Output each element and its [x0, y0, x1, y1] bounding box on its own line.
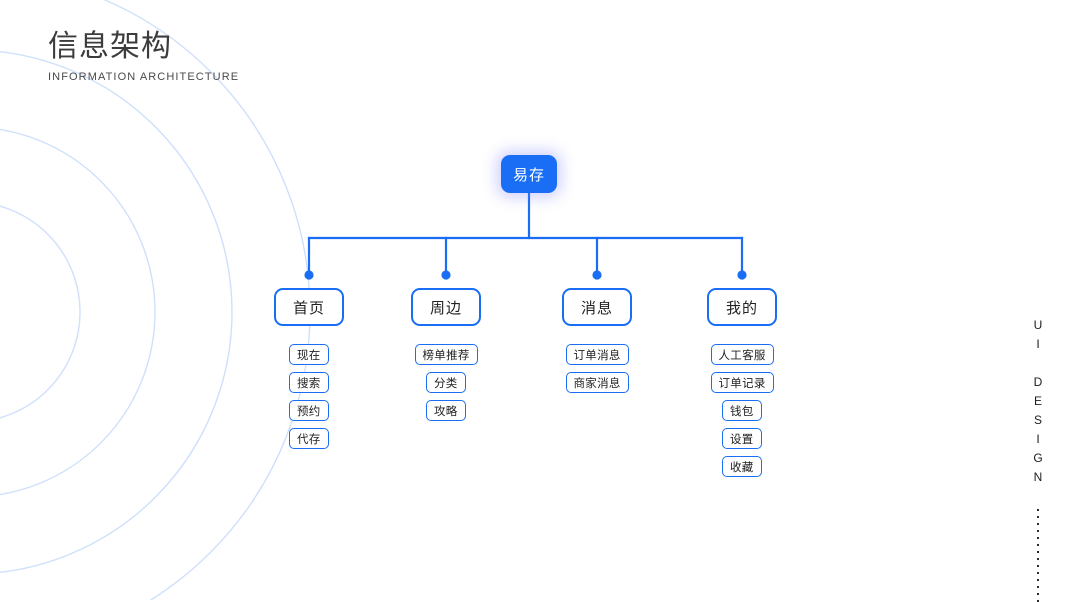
leaf-node-label: 钱包	[730, 405, 754, 418]
leaf-node-label: 商家消息	[573, 377, 621, 390]
branch-node-label: 周边	[429, 299, 462, 317]
branch-node-4[interactable]: 我的	[707, 288, 777, 326]
leaf-node-label: 预约	[297, 405, 321, 418]
leaf-node-label: 收藏	[730, 461, 754, 474]
leaf-node-2-3[interactable]: 攻略	[426, 400, 466, 421]
root-node-label: 易存	[512, 166, 545, 184]
branch-node-1[interactable]: 首页	[274, 288, 344, 326]
leaf-node-label: 代存	[297, 433, 321, 446]
leaf-node-label: 榜单推荐	[422, 349, 470, 362]
leaf-node-label: 分类	[434, 377, 458, 390]
leaf-node-label: 攻略	[434, 405, 458, 418]
branch-node-label: 首页	[292, 299, 325, 317]
leaf-node-1-3[interactable]: 预约	[289, 400, 329, 421]
leaf-node-2-1[interactable]: 榜单推荐	[414, 344, 478, 365]
root-node-yicun[interactable]: 易存	[501, 155, 557, 193]
leaf-node-4-4[interactable]: 设置	[722, 428, 762, 449]
page-header: 信息架构 INFORMATION ARCHITECTURE	[48, 28, 239, 85]
leaf-node-3-1[interactable]: 订单消息	[565, 344, 629, 365]
branch-node-2[interactable]: 周边	[411, 288, 481, 326]
leaf-node-label: 订单消息	[573, 349, 621, 362]
leaf-node-3-2[interactable]: 商家消息	[565, 372, 629, 393]
leaf-node-2-2[interactable]: 分类	[426, 372, 466, 393]
leaf-node-label: 人工客服	[718, 349, 766, 362]
leaf-node-1-4[interactable]: 代存	[289, 428, 329, 449]
page-subtitle: INFORMATION ARCHITECTURE	[48, 71, 240, 83]
leaf-node-1-2[interactable]: 搜索	[289, 372, 329, 393]
leaf-node-4-2[interactable]: 订单记录	[710, 372, 774, 393]
leaf-node-4-3[interactable]: 钱包	[722, 400, 762, 421]
leaf-node-4-5[interactable]: 收藏	[722, 456, 762, 477]
leaf-node-label: 搜索	[297, 377, 321, 390]
leaf-node-label: 订单记录	[718, 377, 766, 390]
leaf-node-4-1[interactable]: 人工客服	[710, 344, 774, 365]
side-label: UI DESIGN	[1031, 318, 1045, 602]
branch-node-label: 我的	[725, 299, 758, 317]
side-label-text: UI DESIGN	[1031, 318, 1045, 489]
dotted-line-decoration	[1037, 509, 1039, 602]
leaf-node-label: 设置	[730, 433, 754, 446]
branch-node-label: 消息	[580, 299, 613, 317]
leaf-node-label: 现在	[297, 349, 321, 362]
page-title: 信息架构	[48, 30, 172, 63]
branch-node-3[interactable]: 消息	[562, 288, 632, 326]
leaf-node-1-1[interactable]: 现在	[289, 344, 329, 365]
